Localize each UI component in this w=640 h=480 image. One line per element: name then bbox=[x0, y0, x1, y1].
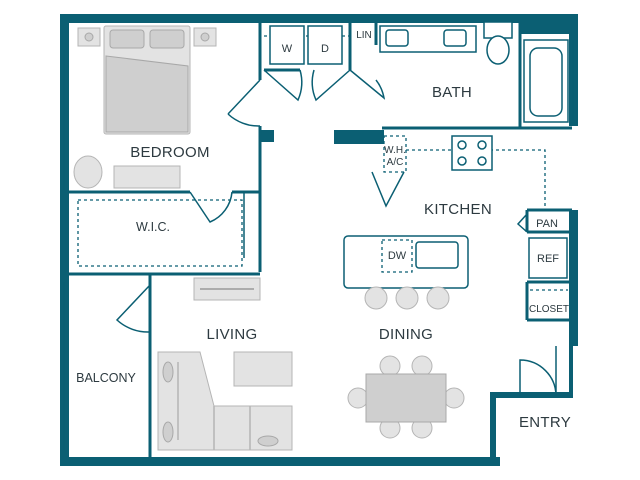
living-furniture bbox=[157, 277, 293, 451]
dryer-label: D bbox=[321, 43, 329, 55]
laundry: W D bbox=[269, 25, 343, 65]
dining-label: DINING bbox=[379, 326, 433, 343]
bedroom-label: BEDROOM bbox=[130, 144, 210, 161]
dishwasher-label: DW bbox=[388, 250, 407, 262]
ac-label: A/C bbox=[387, 157, 404, 168]
sectional-sofa bbox=[157, 351, 293, 451]
water-heater-label: W.H. bbox=[384, 145, 406, 156]
linen-label: LIN bbox=[356, 30, 372, 41]
kitchen-fixtures bbox=[343, 135, 568, 289]
kitchen-label: KITCHEN bbox=[424, 201, 492, 218]
bath-fixtures bbox=[379, 21, 569, 123]
balcony-label: BALCONY bbox=[76, 371, 136, 385]
bath-label: BATH bbox=[432, 84, 472, 101]
doors bbox=[115, 69, 557, 397]
washer-label: W bbox=[282, 43, 293, 55]
sink bbox=[415, 241, 459, 269]
pantry-label: PAN bbox=[536, 218, 558, 230]
living-label: LIVING bbox=[207, 326, 258, 343]
dining-table bbox=[365, 373, 447, 423]
dresser bbox=[113, 165, 181, 189]
stove bbox=[451, 135, 493, 171]
wic-label: W.I.C. bbox=[136, 220, 170, 234]
interior-walls bbox=[69, 22, 572, 458]
coffee-table bbox=[233, 351, 293, 387]
windows bbox=[63, 40, 574, 450]
refrigerator bbox=[528, 237, 568, 279]
room-labels: BEDROOM BATH W.I.C. KITCHEN LIVING DININ… bbox=[76, 30, 571, 431]
refrigerator-label: REF bbox=[537, 253, 559, 265]
bedroom-furniture bbox=[73, 25, 217, 189]
dining-set bbox=[347, 355, 465, 439]
entry-label: ENTRY bbox=[519, 414, 571, 431]
stools bbox=[364, 286, 450, 310]
closet-label: CLOSET bbox=[529, 304, 569, 315]
